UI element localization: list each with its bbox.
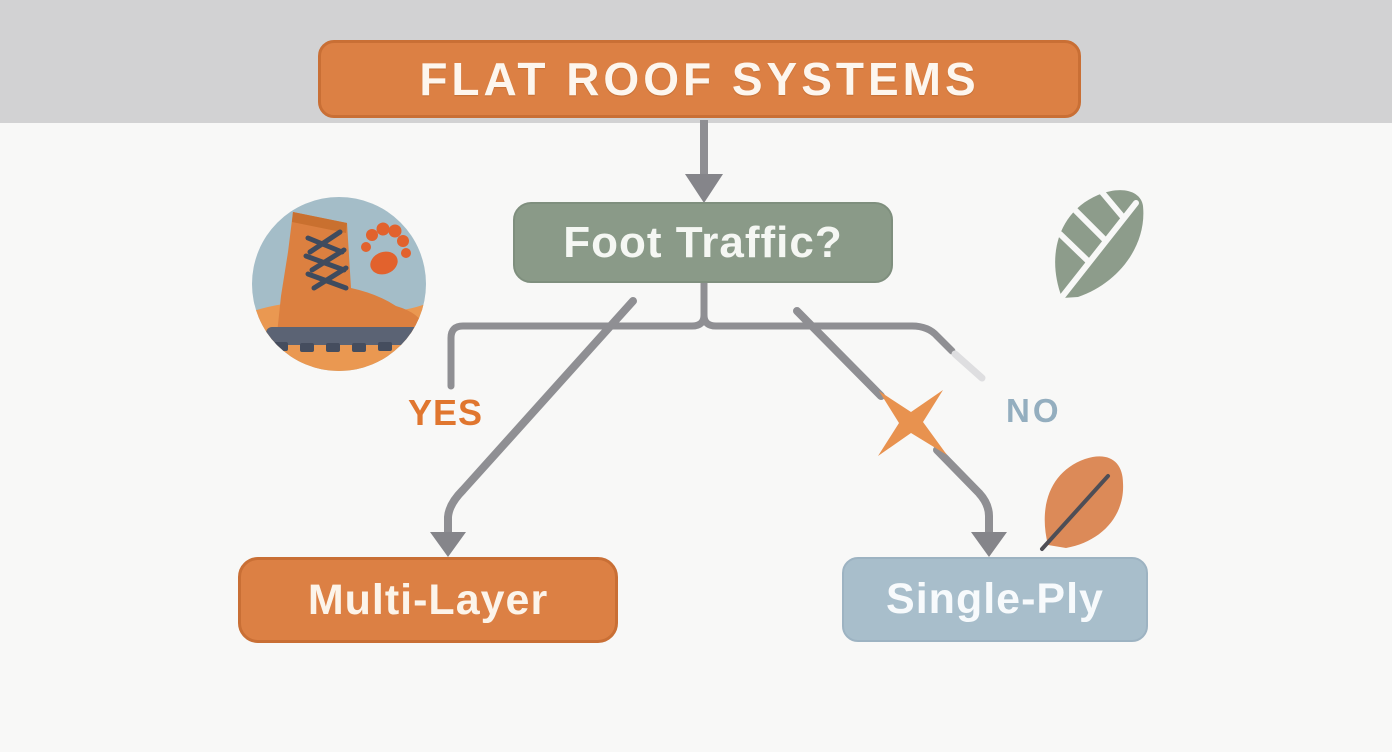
multi-layer-text: Multi-Layer bbox=[307, 575, 549, 624]
title-banner: FLAT ROOF SYSTEMS bbox=[318, 40, 1081, 118]
arrow-no-branch bbox=[793, 307, 1007, 557]
no-branch-label: NO bbox=[1006, 392, 1062, 429]
decision-split-lines bbox=[447, 279, 956, 390]
decision-text: Foot Traffic? bbox=[563, 217, 843, 267]
result-node-single-ply: Single-Ply bbox=[842, 557, 1148, 642]
result-node-multi-layer: Multi-Layer bbox=[238, 557, 618, 643]
single-ply-text: Single-Ply bbox=[886, 575, 1104, 623]
title-text: FLAT ROOF SYSTEMS bbox=[419, 53, 980, 105]
orange-leaf-icon bbox=[1040, 456, 1124, 551]
arrow-yes-branch bbox=[430, 297, 637, 557]
faded-line-tail bbox=[951, 350, 986, 382]
sage-leaf-icon bbox=[1055, 188, 1144, 305]
decision-node-foot-traffic: Foot Traffic? bbox=[513, 202, 893, 283]
yes-branch-label: YES bbox=[408, 392, 484, 433]
work-boot-with-paw-print-badge bbox=[252, 197, 426, 371]
arrow-title-to-decision bbox=[685, 120, 723, 203]
orange-x-spark-icon bbox=[878, 390, 947, 456]
paw-print-icon bbox=[361, 222, 411, 275]
